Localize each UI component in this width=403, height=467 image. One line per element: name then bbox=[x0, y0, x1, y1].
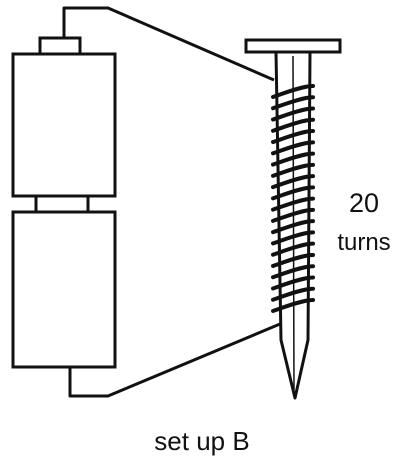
nail-head bbox=[244, 38, 342, 54]
wires bbox=[62, 6, 281, 398]
battery-terminal-top bbox=[38, 36, 82, 56]
bottom-wire bbox=[68, 322, 281, 398]
nail bbox=[244, 38, 342, 400]
turns-count-label: 20 bbox=[349, 188, 379, 218]
coil-turn bbox=[271, 241, 315, 257]
setup-caption: set up B bbox=[154, 426, 249, 456]
coil-turn bbox=[271, 84, 315, 99]
coil-turn bbox=[271, 106, 315, 122]
coil-turn bbox=[271, 286, 315, 302]
coil-turn bbox=[271, 196, 315, 212]
coil-turn bbox=[271, 275, 315, 291]
coil-turn bbox=[271, 207, 315, 223]
coil-turn bbox=[271, 162, 315, 178]
nail-shaft-line bbox=[292, 55, 295, 391]
coil-turn bbox=[271, 298, 315, 313]
coil-turn bbox=[271, 117, 315, 133]
coil-windings bbox=[271, 84, 315, 313]
battery-cell-lower bbox=[11, 210, 117, 369]
coil-turn bbox=[271, 264, 315, 280]
coil-turn bbox=[271, 252, 315, 268]
coil-turn bbox=[271, 230, 315, 246]
coil-turn bbox=[271, 95, 315, 111]
coil-turn bbox=[271, 219, 315, 235]
coil-turn bbox=[271, 140, 315, 156]
coil-turn bbox=[271, 174, 315, 190]
top-wire bbox=[62, 6, 275, 82]
battery-cell-upper bbox=[11, 52, 117, 198]
coil-turn bbox=[271, 185, 315, 201]
coil-turn bbox=[271, 151, 315, 167]
turns-word-label: turns bbox=[337, 229, 390, 256]
battery-cell-connector bbox=[34, 194, 90, 214]
coil-turn bbox=[271, 129, 315, 145]
